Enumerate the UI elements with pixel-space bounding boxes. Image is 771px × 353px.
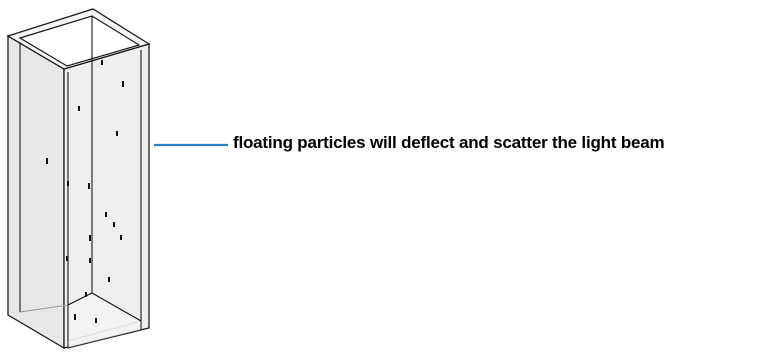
particle — [67, 181, 69, 186]
particle — [46, 158, 48, 164]
particle — [105, 212, 107, 217]
particle — [89, 258, 91, 263]
particle — [74, 314, 76, 320]
particle — [116, 131, 118, 136]
particle — [113, 222, 115, 227]
cuvette-opening — [18, 15, 141, 67]
particle — [66, 256, 68, 261]
floating-particles — [46, 60, 124, 323]
particle — [95, 318, 97, 323]
cuvette — [6, 8, 151, 350]
particle — [120, 235, 122, 240]
particle — [85, 292, 87, 297]
cuvette-base — [67, 292, 142, 349]
particle — [122, 81, 124, 87]
particle — [78, 106, 80, 111]
particle — [101, 60, 103, 65]
particle — [108, 277, 110, 282]
particle — [89, 235, 91, 241]
callout-label: floating particles will deflect and scat… — [233, 133, 665, 152]
particle — [88, 183, 90, 189]
cuvette-left-face — [7, 34, 65, 350]
